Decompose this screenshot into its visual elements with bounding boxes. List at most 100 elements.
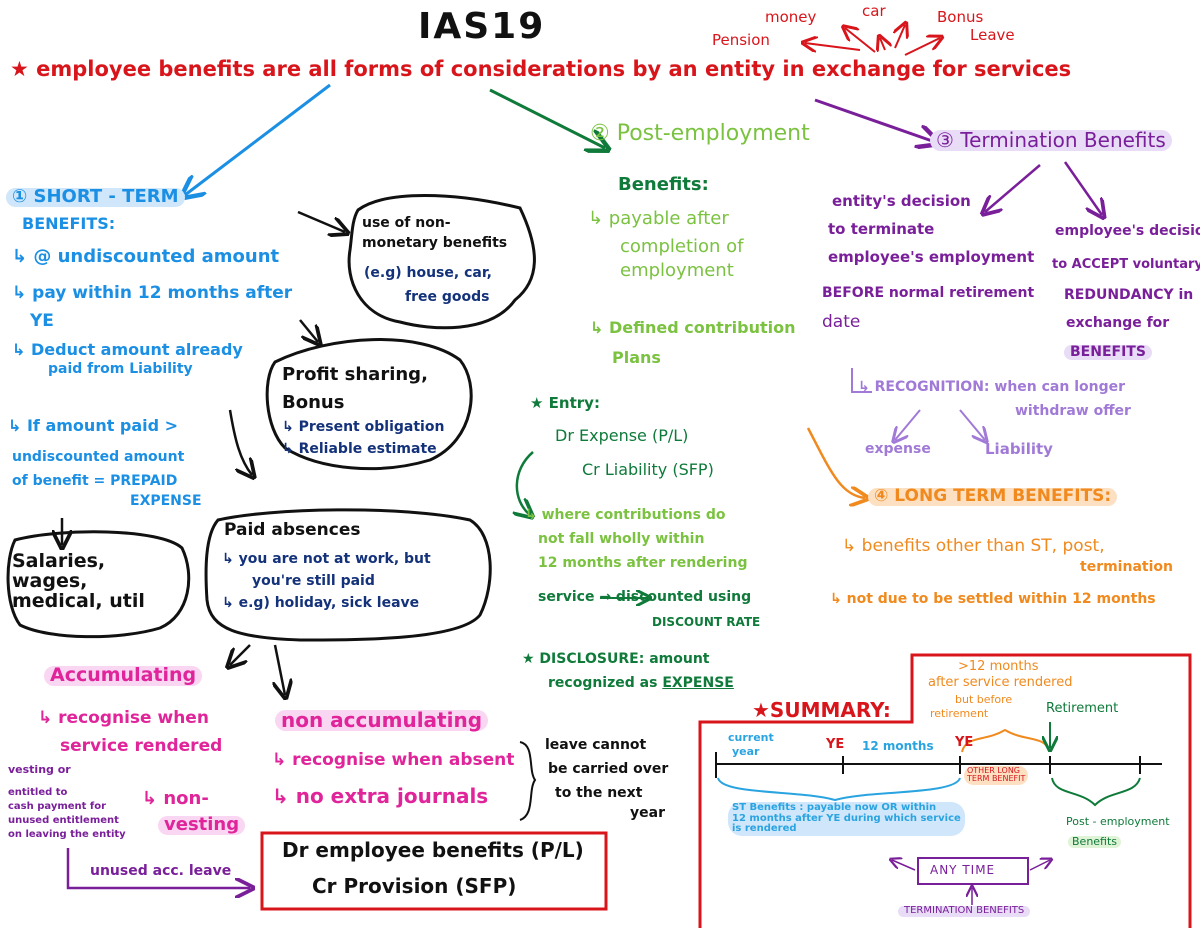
- summary-note3: but before: [955, 693, 1013, 706]
- arrow-to-post-employment: [489, 88, 605, 148]
- termination-heading: ③ Termination Benefits: [930, 130, 1172, 151]
- any-time-box: [917, 857, 1029, 885]
- summary-any-time: ANY TIME: [930, 863, 996, 877]
- profit-sharing-line1: Profit sharing,: [282, 364, 428, 385]
- salaries-blob: [6, 530, 191, 639]
- vesting-line1: vesting or: [8, 763, 71, 776]
- salaries-text: Salaries, wages, medical, util: [12, 550, 145, 612]
- entity-decision-line3: employee's employment: [828, 248, 1035, 266]
- short-term-line1: ↳ @ undiscounted amount: [12, 246, 280, 267]
- summary-ye2: YE: [955, 735, 974, 750]
- short-term-heading-2: BENEFITS:: [22, 214, 116, 233]
- entry-title: ★ Entry:: [530, 394, 600, 412]
- example-money: money: [765, 8, 817, 26]
- paid-absences-blob: [204, 508, 492, 642]
- short-term-line2b: YE: [30, 311, 54, 331]
- entry-dr: Dr Expense (P/L): [555, 426, 689, 445]
- example-pension: Pension: [712, 31, 770, 49]
- summary-note4: retirement: [930, 707, 989, 720]
- disclosure-line2: recognized as EXPENSE: [548, 675, 734, 691]
- summary-note1: >12 months: [958, 659, 1039, 674]
- where-line1: ↳ where contributions do: [525, 507, 726, 523]
- summary-post-emp2: Benefits: [1068, 836, 1122, 848]
- post-employment-line2: completion of: [620, 236, 744, 257]
- employee-decision-line1: employee's decision: [1055, 223, 1200, 239]
- accumulating-line2: service rendered: [60, 736, 223, 756]
- non-accumulating-line1: ↳ recognise when absent: [272, 750, 515, 770]
- summary-post-emp1: Post - employment: [1066, 815, 1170, 828]
- non-accumulating-line2: ↳ no extra journals: [272, 784, 489, 808]
- recognition-line1: ↳ RECOGNITION: when can longer: [858, 379, 1126, 395]
- long-term-heading: ④ LONG TERM BENEFITS:: [868, 487, 1118, 506]
- short-term-line3b: paid from Liability: [48, 361, 193, 377]
- where-line3: 12 months after rendering: [538, 555, 748, 571]
- accumulating-line1: ↳ recognise when: [38, 708, 209, 728]
- journal-box: [260, 831, 608, 911]
- employee-decision-line2: to ACCEPT voluntary: [1052, 257, 1200, 272]
- summary-ye1: YE: [826, 737, 845, 752]
- unused-leave-text: unused acc. leave: [90, 863, 232, 879]
- recognition-line2: withdraw offer: [1015, 403, 1131, 419]
- non-accumulating-label: non accumulating: [275, 710, 489, 731]
- non-vesting-line2: vesting: [158, 815, 246, 835]
- entity-decision-line2: to terminate: [828, 220, 935, 238]
- post-employment-line1: ↳ payable after: [588, 208, 729, 229]
- post-employment-heading: ② Post-employment: [590, 121, 810, 146]
- short-term-line4c: of benefit = PREPAID: [12, 473, 178, 489]
- paid-absences-line3: you're still paid: [252, 573, 375, 589]
- vesting-line4: unused entitlement: [8, 815, 119, 826]
- page-title: IAS19: [418, 6, 546, 47]
- vesting-line5: on leaving the entity: [8, 829, 126, 840]
- employee-decision-line5: BENEFITS: [1064, 345, 1152, 360]
- profit-sharing-line3: ↳ Present obligation: [282, 419, 445, 435]
- summary-retirement: Retirement: [1046, 701, 1119, 716]
- short-term-line3a: ↳ Deduct amount already: [12, 340, 243, 359]
- journal-line1: Dr employee benefits (P/L): [282, 838, 584, 862]
- summary-12-months: 12 months: [862, 739, 934, 753]
- profit-sharing-line2: Bonus: [282, 392, 345, 413]
- summary-box: [698, 653, 1192, 928]
- example-car: car: [862, 2, 886, 20]
- short-term-line4b: undiscounted amount: [12, 449, 185, 465]
- profit-sharing-blob: [265, 338, 473, 471]
- profit-sharing-line4: ↳ Reliable estimate: [282, 441, 437, 457]
- paid-absences-line2: ↳ you are not at work, but: [222, 551, 431, 567]
- where-line2: not fall wholly within: [538, 531, 705, 547]
- employee-decision-line4: exchange for: [1066, 315, 1170, 331]
- short-term-line4a: ↳ If amount paid >: [8, 416, 179, 435]
- long-term-line1: ↳ benefits other than ST, post,: [842, 536, 1105, 556]
- leave-note-line4: year: [630, 805, 665, 821]
- entry-cr: Cr Liability (SFP): [582, 460, 714, 479]
- short-term-line4d: EXPENSE: [130, 493, 202, 509]
- entity-decision-line4: BEFORE normal retirement: [822, 285, 1035, 301]
- journal-line2: Cr Provision (SFP): [312, 874, 517, 898]
- definition-text: ★ employee benefits are all forms of con…: [10, 57, 1072, 81]
- leave-note-line3: to the next: [555, 785, 643, 801]
- example-leave: Leave: [970, 26, 1015, 44]
- post-employment-heading-2: Benefits:: [618, 174, 709, 195]
- summary-termination-benefits: TERMINATION BENEFITS: [898, 905, 1031, 917]
- entity-decision-line5: date: [822, 312, 861, 332]
- long-term-line3: ↳ not due to be settled within 12 months: [830, 591, 1156, 607]
- entity-decision-line1: entity's decision: [832, 192, 971, 210]
- non-monetary-line4: free goods: [405, 289, 490, 305]
- paid-absences-line4: ↳ e.g) holiday, sick leave: [222, 595, 420, 611]
- vesting-line3: cash payment for: [8, 801, 107, 812]
- accumulating-label: Accumulating: [44, 665, 203, 686]
- paid-absences-line1: Paid absences: [224, 520, 361, 540]
- post-employment-line3: employment: [620, 260, 734, 281]
- non-monetary-line1: use of non-: [362, 215, 451, 231]
- where-line5: DISCOUNT RATE: [652, 615, 761, 629]
- summary-timeline: [715, 752, 1162, 778]
- non-vesting-line1: ↳ non-: [142, 788, 209, 809]
- long-term-line2: termination: [1080, 559, 1173, 575]
- summary-current-year1: current: [728, 731, 774, 744]
- summary-label: ★SUMMARY:: [752, 698, 891, 722]
- leave-note-line1: leave cannot: [545, 737, 647, 753]
- where-line4: service → discounted using: [538, 589, 752, 605]
- vesting-line2: entitled to: [8, 787, 68, 798]
- leave-note-line2: be carried over: [548, 761, 669, 777]
